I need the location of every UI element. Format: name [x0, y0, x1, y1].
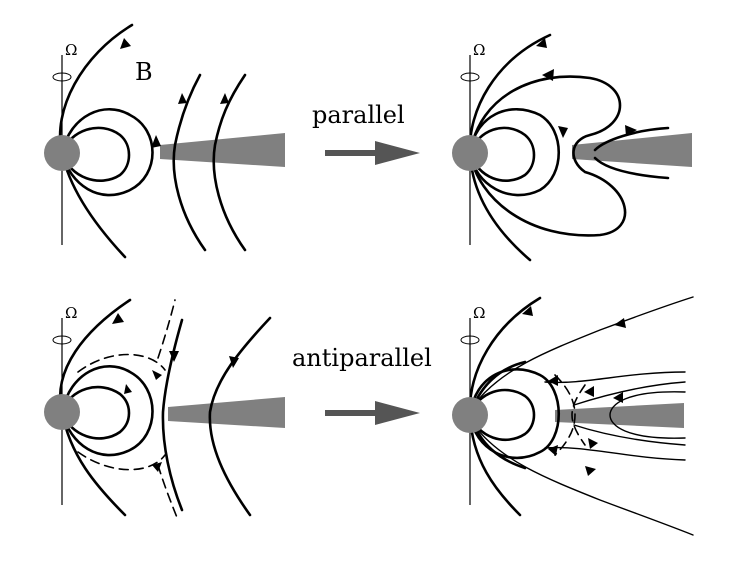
disk-field-dashed	[157, 299, 176, 359]
field-arrow	[536, 38, 547, 48]
omega-symbol: Ω	[473, 304, 485, 322]
field-line	[212, 73, 247, 252]
antiparallel-label: antiparallel	[292, 344, 432, 372]
disk-field-dashed	[77, 353, 166, 373]
open-field-line	[573, 381, 686, 406]
closed-loop-inner	[468, 388, 536, 442]
closed-loop-inner	[468, 126, 536, 182]
parallel-label: parallel	[312, 101, 405, 129]
rotation-indicator	[52, 72, 72, 82]
accretion-disk	[168, 397, 285, 428]
disk-field-dashed	[77, 451, 166, 471]
rotation-indicator	[460, 72, 480, 82]
field-arrow	[625, 125, 637, 136]
field-arrow	[169, 351, 179, 362]
open-field-line	[473, 296, 694, 406]
closed-loop-inner	[60, 126, 131, 183]
accretion-disk	[160, 133, 285, 167]
transition-arrow-antiparallel	[325, 401, 420, 425]
field-arrow	[151, 135, 161, 148]
rotation-indicator	[460, 335, 480, 345]
field-arrow	[120, 38, 131, 49]
field-arrow	[152, 462, 162, 472]
central-star	[452, 135, 488, 171]
open-field-line	[544, 371, 686, 384]
field-label-b: B	[135, 58, 153, 86]
field-arrow	[585, 466, 596, 476]
rotation-indicator	[52, 335, 72, 345]
central-star	[44, 135, 80, 171]
field-arrow	[588, 438, 598, 449]
open-field-line	[593, 156, 670, 180]
panel-bottom-right: Ω	[452, 296, 694, 536]
field-arrow	[548, 445, 558, 456]
reconnection-dashed	[554, 374, 576, 456]
panel-bottom-left: Ω	[44, 298, 285, 521]
field-arrow	[220, 93, 229, 104]
field-arrow	[229, 356, 239, 368]
central-star	[44, 394, 80, 430]
disk-field-loop	[609, 391, 686, 439]
closed-loop-outer	[60, 365, 154, 457]
central-star	[452, 397, 488, 433]
panel-top-left: Ω B	[44, 23, 285, 259]
field-arrow	[614, 318, 626, 328]
omega-symbol: Ω	[65, 304, 77, 322]
omega-symbol: Ω	[473, 41, 485, 59]
panel-top-right: Ω	[452, 33, 692, 262]
open-field-line	[473, 424, 694, 536]
disk-field-dashed	[157, 464, 179, 521]
field-arrow	[584, 386, 594, 397]
field-arrow	[112, 313, 124, 324]
open-field-line	[573, 424, 686, 446]
field-line	[172, 73, 207, 252]
field-arrow	[178, 93, 187, 104]
transition-arrow-parallel	[325, 141, 420, 165]
open-field-line	[544, 446, 686, 461]
accretion-disk	[555, 403, 684, 428]
field-arrow	[548, 375, 558, 386]
field-arrow	[542, 69, 554, 81]
field-arrow	[558, 126, 568, 138]
closed-loop-outer	[60, 107, 154, 197]
omega-symbol: Ω	[65, 41, 77, 59]
open-field-line	[593, 126, 670, 152]
field-arrow	[124, 384, 132, 394]
field-arrow	[613, 392, 623, 403]
field-arrow	[522, 306, 533, 316]
closed-loop-outer	[468, 107, 560, 197]
reconnection-dashed	[571, 384, 586, 446]
accretion-disk	[572, 133, 692, 167]
field-arrow	[152, 370, 162, 380]
field-line	[208, 316, 272, 517]
closed-loop-inner	[60, 385, 131, 440]
